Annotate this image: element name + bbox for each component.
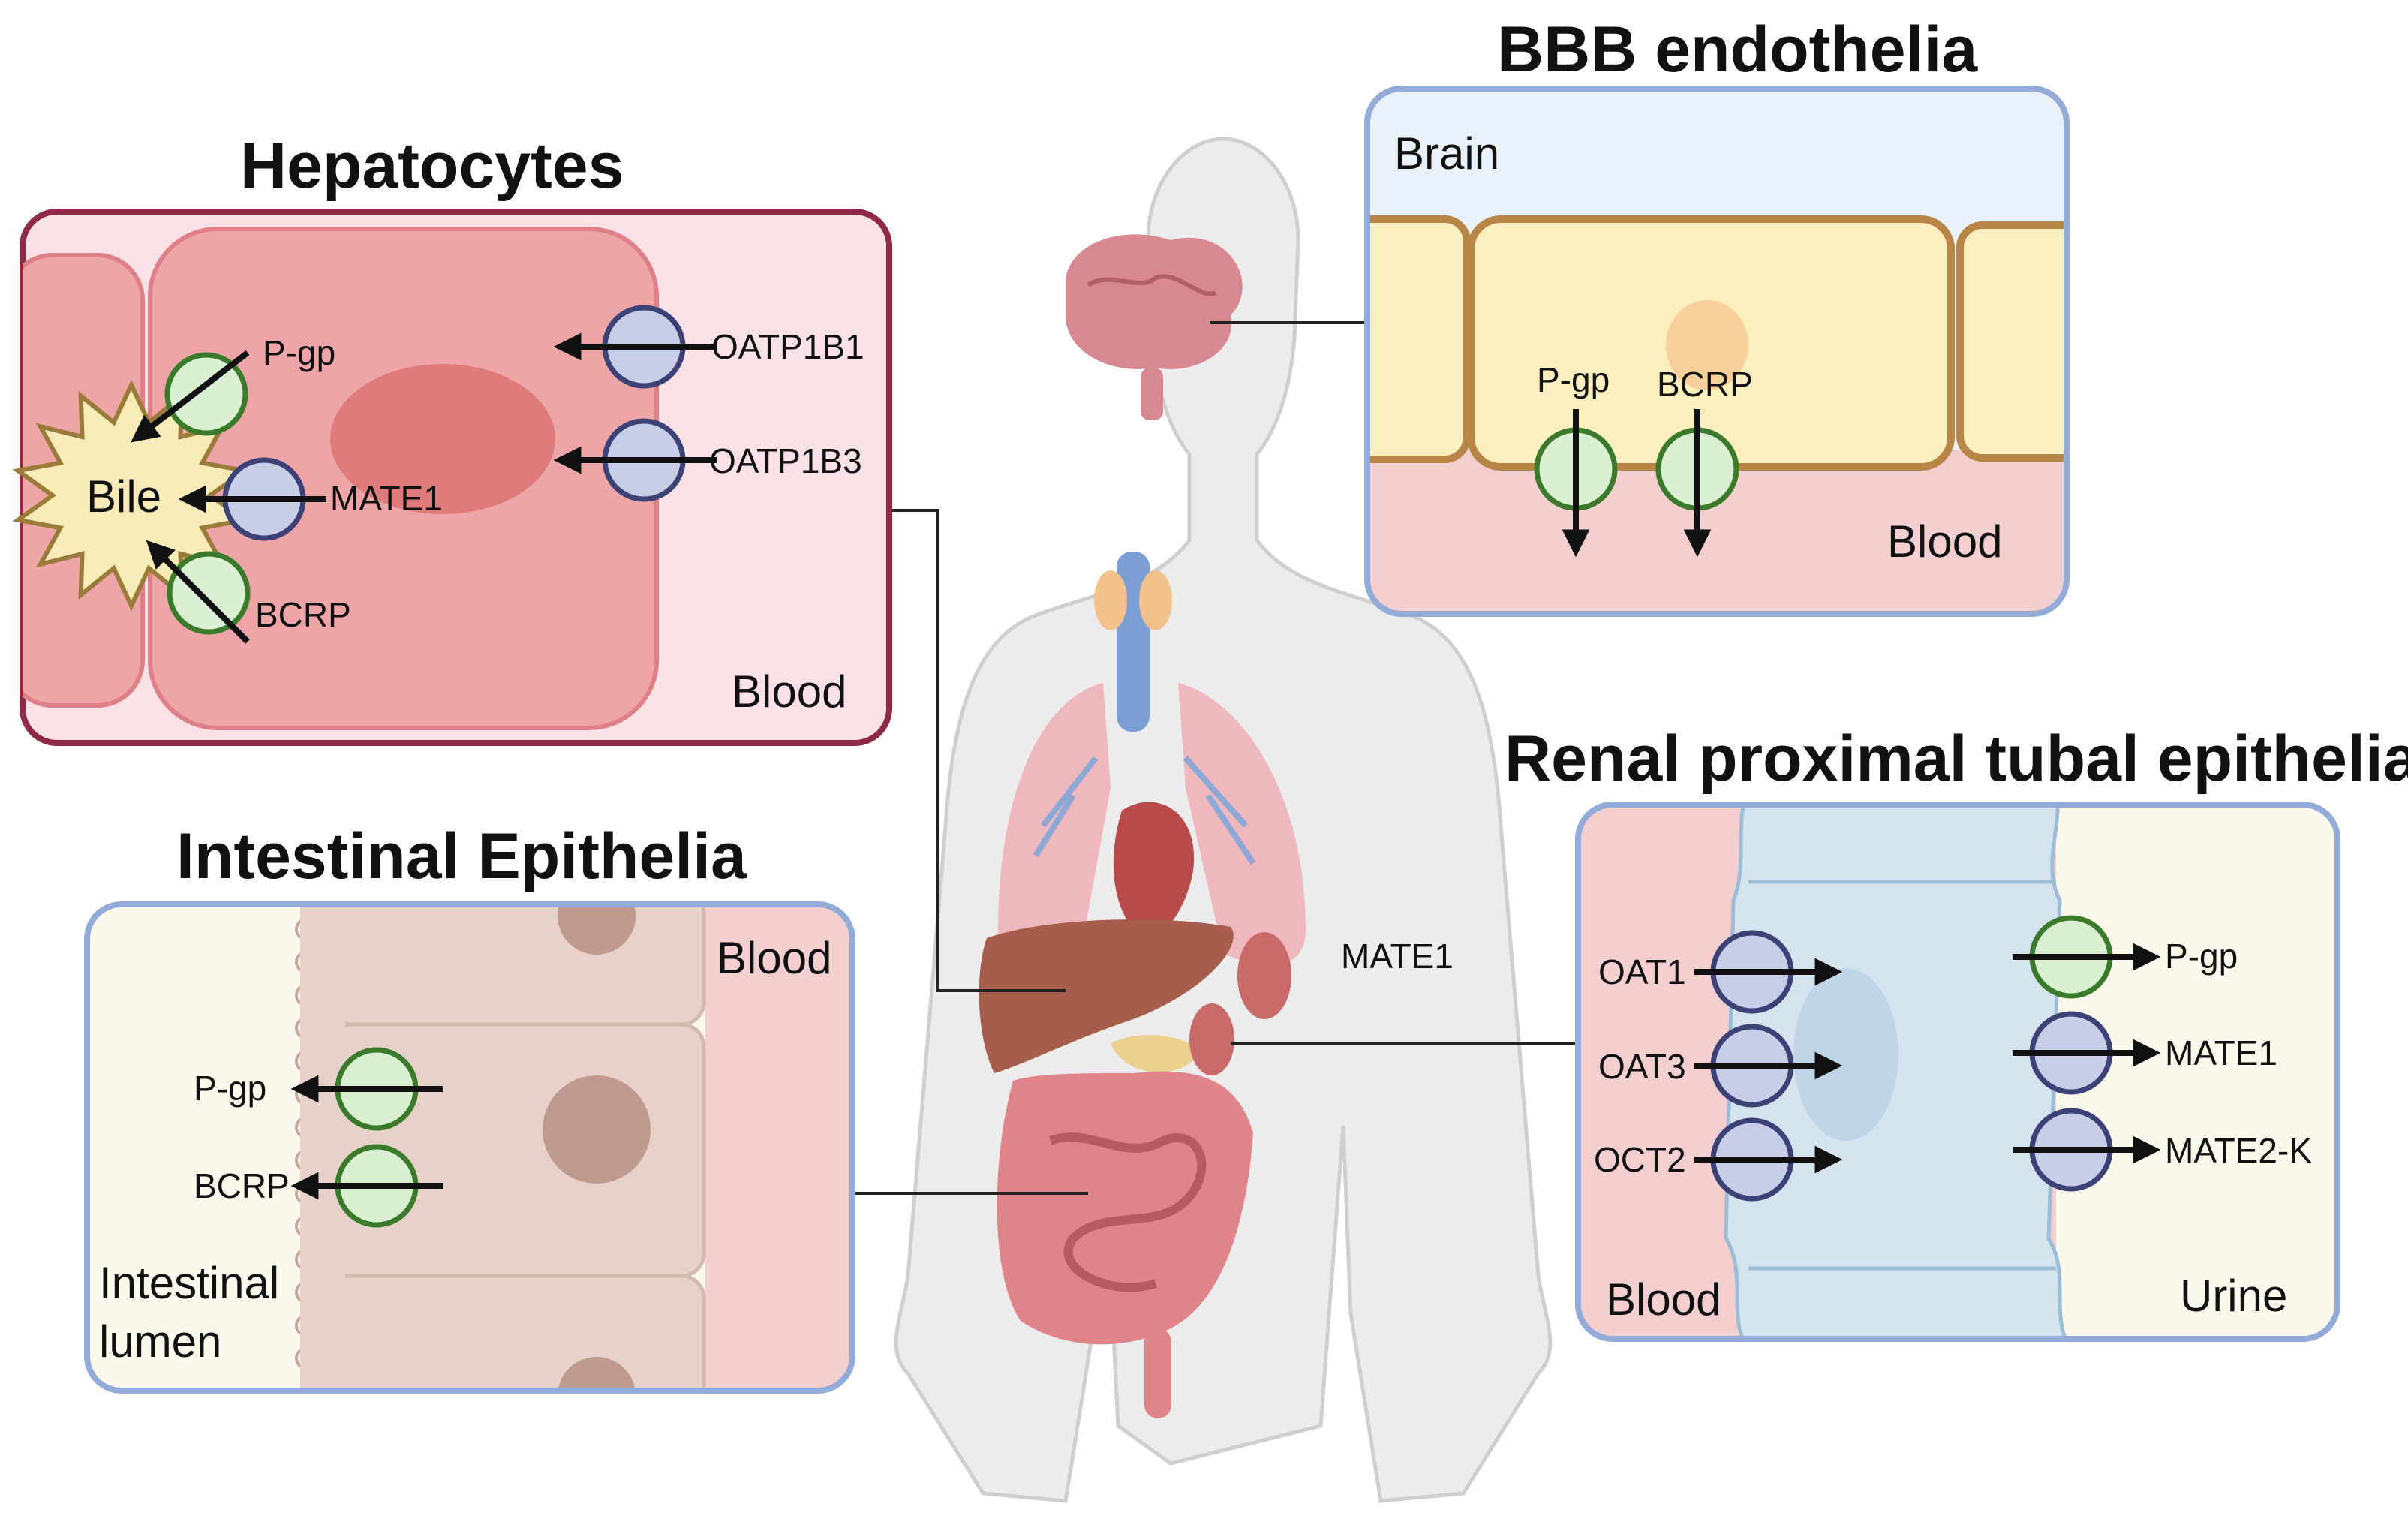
renal-oat3-label: OAT3 (1598, 1047, 1686, 1086)
hep-oatp1b3-transporter (553, 418, 717, 502)
int-bcrp-label: BCRP (194, 1166, 290, 1205)
renal-oat1-transporter (1694, 930, 1843, 1014)
bbb-panel: BBB endothelia Brain P-gp BCRP Blood (1364, 14, 2070, 617)
int-bcrp-transporter (290, 1144, 443, 1228)
renal-mate1-transporter (2013, 1011, 2161, 1095)
bbb-title: BBB endothelia (1497, 14, 1978, 86)
bbb-pgp-transporter (1534, 409, 1618, 558)
thyroid-icon (1094, 552, 1172, 732)
int-pgp-transporter (290, 1047, 443, 1131)
hep-pgp-label: P-gp (263, 333, 335, 372)
renal-pgp-transporter (2013, 915, 2161, 999)
hep-mate1-label: MATE1 (330, 479, 443, 518)
hep-bcrp-transporter (146, 540, 251, 644)
bbb-bcrp-label: BCRP (1657, 365, 1753, 404)
bile-label: Bile (86, 471, 161, 522)
bbb-blood-label: Blood (1887, 516, 2002, 567)
renal-mate2k-label: MATE2-K (2165, 1131, 2312, 1170)
hep-bcrp-label: BCRP (255, 595, 351, 634)
lung-icon (998, 683, 1306, 966)
renal-oat3-transporter (1694, 1024, 1843, 1108)
hep-oatp1b1-transporter (553, 305, 717, 389)
brain-icon (1066, 234, 1243, 420)
int-lumen-label-line1: Intestinal (99, 1258, 279, 1308)
bbb-bcrp-transporter (1655, 409, 1739, 558)
leader-liver (889, 509, 1066, 992)
renal-oat1-label: OAT1 (1598, 952, 1686, 991)
int-lumen-label-line2: lumen (99, 1316, 221, 1367)
renal-mate2k-transporter (2013, 1108, 2161, 1192)
renal-urine-label: Urine (2180, 1271, 2287, 1321)
intestinal-panel: Intestinal Epithelia Blood P-gp BCRP Int… (84, 820, 855, 1394)
intestinal-title: Intestinal Epithelia (176, 820, 747, 892)
hep-mate1-transporter (178, 457, 326, 541)
renal-blood-label: Blood (1606, 1274, 1721, 1325)
hep-blood-label: Blood (732, 666, 846, 717)
hep-pgp-transporter (131, 350, 250, 443)
leader-lines (852, 321, 1578, 1195)
body-mate1-label: MATE1 (1341, 937, 1454, 976)
kidney-icon (1189, 932, 1291, 1075)
renal-oct2-label: OCT2 (1594, 1140, 1686, 1179)
hep-oatp1b1-label: OATP1B1 (711, 327, 864, 366)
renal-title: Renal proximal tubal epithelia (1505, 723, 2408, 795)
intestine-icon (997, 1071, 1253, 1418)
renal-mate1-label: MATE1 (2165, 1033, 2277, 1072)
bile-star-icon (12, 379, 251, 612)
int-pgp-label: P-gp (194, 1069, 266, 1108)
hepatocytes-panel: Hepatocytes Bile P-gp MATE1 BCRP (12, 130, 892, 746)
hep-oatp1b3-label: OATP1B3 (709, 441, 862, 480)
int-blood-label: Blood (717, 933, 831, 983)
bile-canaliculus: Bile (12, 379, 251, 612)
hepatocytes-title: Hepatocytes (240, 130, 624, 202)
heart-icon (1113, 802, 1195, 940)
renal-oct2-transporter (1694, 1117, 1843, 1202)
renal-pgp-label: P-gp (2165, 937, 2238, 976)
liver-icon (979, 919, 1234, 1073)
bbb-pgp-label: P-gp (1537, 360, 1610, 399)
renal-panel: Renal proximal tubal epithelia OAT1 OAT3… (1505, 723, 2408, 1342)
bbb-brain-label: Brain (1394, 128, 1499, 179)
